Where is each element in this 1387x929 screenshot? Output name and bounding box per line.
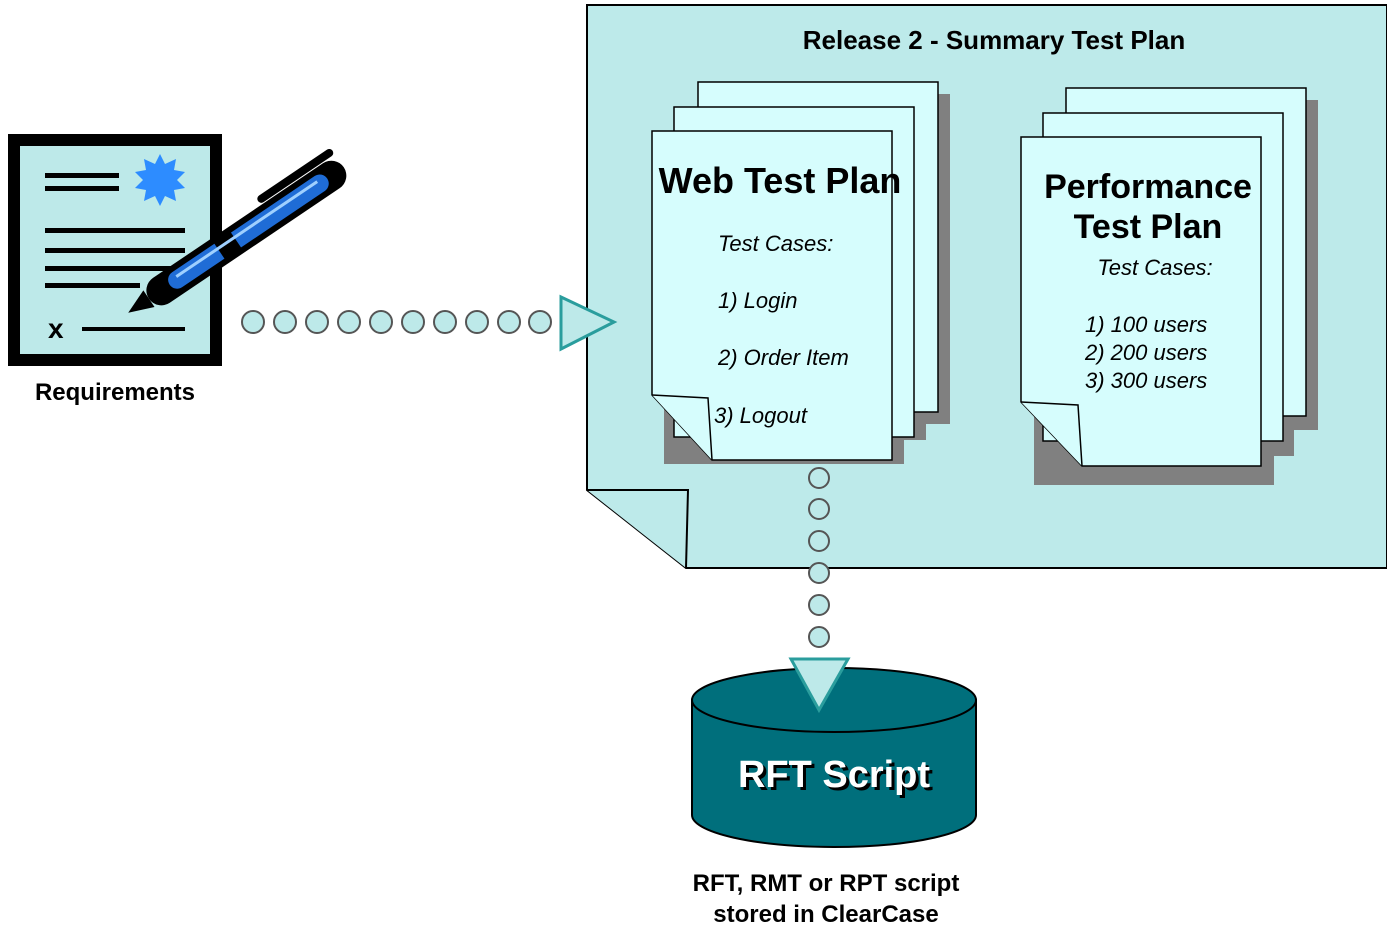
connector-dot xyxy=(808,594,830,616)
perf-plan-case: 1) 100 users xyxy=(1085,312,1207,337)
connector-dot xyxy=(305,310,329,334)
requirements-text-line xyxy=(45,266,185,271)
connector-dot xyxy=(528,310,552,334)
connector-dot xyxy=(808,530,830,552)
database-body xyxy=(691,699,977,848)
requirements-text-line xyxy=(45,173,119,178)
connector-dot xyxy=(337,310,361,334)
perf-plan-title-line2: Test Plan xyxy=(1074,208,1223,246)
connector-dot xyxy=(808,498,830,520)
connector-dot xyxy=(273,310,297,334)
perf-plan-case: 2) 200 users xyxy=(1084,340,1207,365)
web-plan-case: 3) Logout xyxy=(714,403,808,428)
web-plan-page-front xyxy=(651,130,893,461)
rft-script-database: RFT Script RFT Script xyxy=(691,667,977,848)
database-label: RFT Script xyxy=(738,754,930,796)
requirements-document-icon: x xyxy=(8,134,222,366)
connector-plan-to-script xyxy=(808,467,830,648)
perf-plan-case: 3) 300 users xyxy=(1085,368,1207,393)
pen-barrel xyxy=(168,174,329,289)
connector-dot xyxy=(433,310,457,334)
performance-test-plan: Performance Test Plan Test Cases: 1) 100… xyxy=(1020,87,1318,485)
connector-dot xyxy=(465,310,489,334)
arrow-down-icon xyxy=(788,657,851,714)
requirements-text-line xyxy=(45,228,185,233)
requirements-text-line xyxy=(45,248,185,253)
connector-dot xyxy=(808,626,830,648)
web-plan-page-fold xyxy=(651,394,713,461)
web-plan-cases-label: Test Cases: xyxy=(718,231,833,256)
requirements-label: Requirements xyxy=(35,379,195,406)
perf-plan-page-fold xyxy=(1020,401,1083,467)
pen-tip xyxy=(128,290,155,313)
connector-dot xyxy=(497,310,521,334)
pen-highlight xyxy=(175,180,319,278)
connector-dot xyxy=(369,310,393,334)
perf-plan-page-front xyxy=(1020,136,1262,467)
pen-icon xyxy=(128,148,347,313)
signature-mark: x xyxy=(48,313,64,344)
summary-plan-title: Release 2 - Summary Test Plan xyxy=(803,25,1185,55)
connector-requirements-to-plan xyxy=(241,294,618,352)
database-label-shadow: RFT Script xyxy=(741,757,933,799)
requirements-text-line xyxy=(45,283,140,288)
connector-dot xyxy=(401,310,425,334)
signature-line xyxy=(82,327,185,331)
pen-band xyxy=(212,229,244,262)
caption-line2: stored in ClearCase xyxy=(713,901,938,928)
connector-dot xyxy=(808,467,830,489)
arrow-right-icon xyxy=(559,294,618,352)
connector-dot xyxy=(808,562,830,584)
requirements-text-line xyxy=(45,186,119,191)
web-plan-case: 2) Order Item xyxy=(717,345,849,370)
caption-line1: RFT, RMT or RPT script xyxy=(693,870,960,897)
seal-icon xyxy=(135,154,185,206)
connector-dot xyxy=(241,310,265,334)
web-plan-case: 1) Login xyxy=(718,288,798,313)
summary-plan-fold xyxy=(587,489,690,569)
perf-plan-title-line1: Performance xyxy=(1044,168,1252,206)
web-plan-title: Web Test Plan xyxy=(659,160,902,201)
pen-clip xyxy=(257,148,334,203)
perf-plan-cases-label: Test Cases: xyxy=(1097,255,1212,280)
web-test-plan: Web Test Plan Test Cases: 1) Login 2) Or… xyxy=(651,81,950,464)
